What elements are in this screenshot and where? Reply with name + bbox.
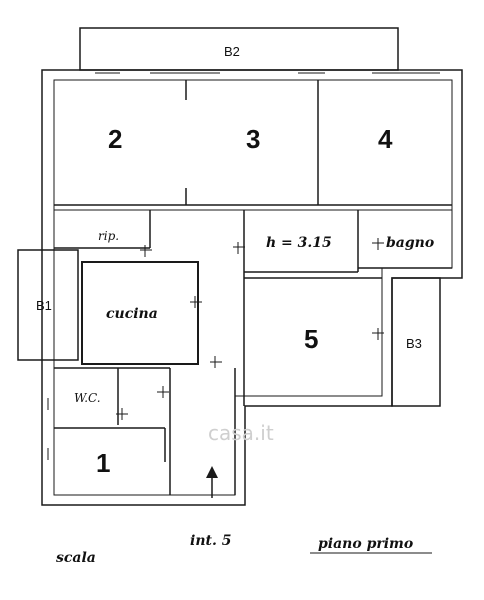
bagno-label: bagno — [386, 235, 434, 251]
rip-label: rip. — [98, 229, 119, 243]
balcony-b1-outline — [17, 249, 79, 361]
scala-label: scala — [56, 550, 96, 566]
room-1-label: 1 — [96, 448, 110, 478]
int-label: int. 5 — [190, 533, 231, 549]
cucina-label: cucina — [106, 306, 158, 322]
outer-wall — [41, 69, 463, 506]
wc-label: W.C. — [74, 391, 101, 405]
room-5-label: 5 — [304, 324, 318, 354]
room-4-label: 4 — [378, 124, 393, 154]
balcony-b3-label: B3 — [406, 336, 422, 351]
watermark: casa.it — [208, 421, 274, 445]
kitchen-wall — [81, 261, 199, 365]
door-marks — [47, 238, 384, 460]
room-3-label: 3 — [246, 124, 260, 154]
piano-label: piano primo — [318, 536, 413, 552]
balcony-b1-label: B1 — [36, 298, 52, 313]
entrance-arrow-head — [206, 466, 218, 478]
room-2-label: 2 — [108, 124, 122, 154]
height-label: h = 3.15 — [266, 235, 332, 251]
balcony-b2-label: B2 — [224, 44, 240, 59]
outer-wall-inner — [53, 79, 453, 496]
